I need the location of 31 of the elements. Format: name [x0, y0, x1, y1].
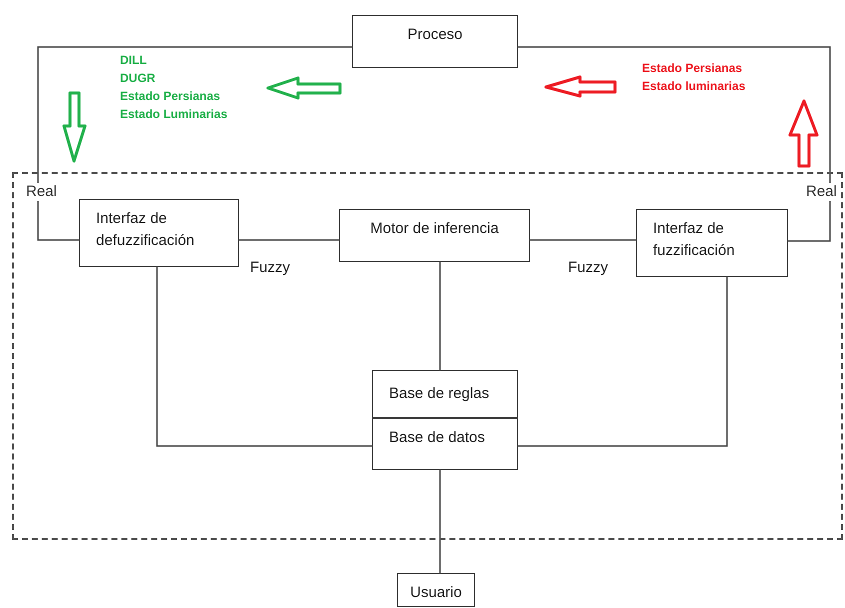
process-box [339, 209, 530, 262]
process-box [397, 573, 475, 607]
connector-line [439, 470, 441, 573]
connector-line [530, 239, 636, 241]
signal-type-label: Real [26, 183, 57, 201]
node-text: Interfaz de fuzzificación [653, 219, 736, 261]
connector-line [156, 267, 372, 447]
process-box [352, 15, 518, 68]
node-text: Interfaz de defuzzificación [96, 209, 196, 251]
signal-label: Estado Luminarias [120, 107, 228, 122]
signal-label: Estado luminarias [642, 79, 746, 94]
node-text: Base de reglas [389, 384, 490, 404]
process-box [372, 370, 518, 418]
node-text: Motor de inferencia [369, 219, 500, 239]
connector-line [518, 46, 831, 242]
node-text: Base de datos [389, 428, 486, 448]
node-text: Proceso [406, 25, 464, 45]
signal-label: DILL [120, 53, 147, 68]
connector-line [37, 46, 352, 241]
process-box [636, 209, 788, 277]
process-box [372, 418, 518, 470]
node-text: Usuario [409, 583, 463, 603]
signal-type-label: Real [806, 183, 837, 201]
signal-label: DUGR [120, 71, 156, 86]
connector-line [239, 239, 339, 241]
connector-line [518, 277, 728, 447]
system-boundary [12, 172, 843, 540]
process-box [79, 199, 239, 267]
signal-label: Estado Persianas [642, 61, 742, 76]
signal-label: Estado Persianas [120, 89, 220, 104]
connector-line [439, 262, 441, 370]
